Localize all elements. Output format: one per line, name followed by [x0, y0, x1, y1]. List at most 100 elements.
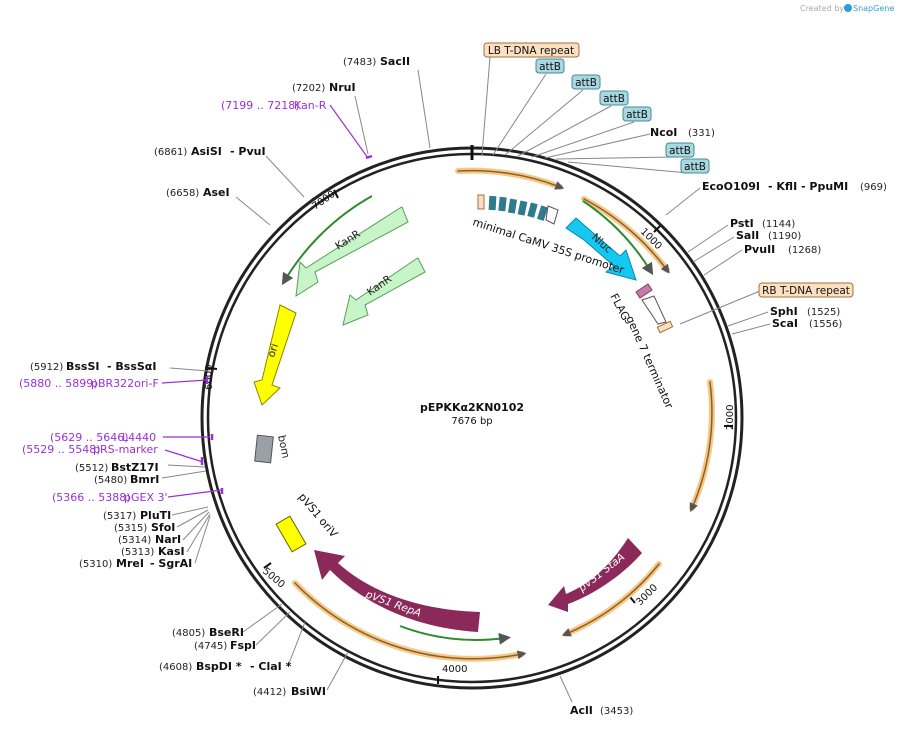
svg-text:(1144): (1144)	[762, 219, 795, 230]
enzyme-bstz17i: BstZ17I	[111, 461, 159, 474]
svg-text:(5315): (5315)	[114, 523, 147, 534]
tick-label-2000: 2000	[725, 405, 736, 430]
svg-text:(5314): (5314)	[118, 535, 151, 546]
attb-label-3: attB	[603, 93, 625, 105]
tick-label-5000: 5000	[260, 566, 287, 591]
enzyme-sacii: SacII	[380, 55, 410, 68]
primer-markers	[200, 154, 373, 494]
plasmid-name: pEPKKα2KN0102	[420, 401, 524, 414]
primer-labels: (7199 .. 7218)Kan-R (5880 .. 5899)pBR322…	[19, 99, 327, 504]
tick-marks	[207, 189, 733, 684]
primer-pbr322ori: pBR322ori-F	[91, 377, 159, 390]
repa-arrow[interactable]	[314, 550, 480, 632]
enzyme-asisi: AsiSI	[191, 145, 222, 158]
enzyme-ncoi: NcoI	[650, 126, 677, 139]
svg-text:- PvuI: - PvuI	[230, 145, 266, 158]
ori-arrow[interactable]	[253, 304, 297, 406]
svg-text:(5912): (5912)	[30, 362, 63, 373]
svg-text:- BssSαI: - BssSαI	[107, 360, 156, 373]
attb-label-4: attB	[626, 109, 648, 121]
primer-prs-marker: pRS-marker	[93, 443, 158, 456]
bom-box[interactable]	[254, 434, 274, 464]
svg-text:(969): (969)	[860, 182, 887, 193]
primer-arcs	[292, 167, 715, 662]
svg-text:(5629 .. 5646): (5629 .. 5646)	[50, 431, 129, 444]
brand-text: SnapGene	[853, 4, 894, 13]
svg-text:(1525): (1525)	[807, 307, 840, 318]
svg-text:(5529 .. 5548): (5529 .. 5548)	[22, 443, 101, 456]
kanr-arrow-1[interactable]	[295, 206, 409, 297]
svg-text:- KflI - PpuMI: - KflI - PpuMI	[768, 180, 848, 193]
enzyme-bsiwi: BsiWI	[291, 685, 326, 698]
enzyme-acli: AclI	[570, 704, 593, 717]
enzyme-mrei: MreI	[116, 557, 144, 570]
tick-label-6000: 6000	[204, 365, 215, 390]
attb-label-6: attB	[684, 161, 706, 173]
orv-box[interactable]	[275, 515, 307, 553]
svg-text:(6658): (6658)	[166, 188, 199, 199]
lb-tdna-label: LB T-DNA repeat	[488, 45, 574, 57]
enzyme-psti: PstI	[730, 217, 754, 230]
enzyme-kasi: KasI	[158, 545, 185, 558]
green-arcs	[281, 195, 654, 645]
enzyme-bmri: BmrI	[130, 473, 159, 486]
svg-text:- SgrAI: - SgrAI	[150, 557, 192, 570]
lb-tdna-box[interactable]	[483, 42, 580, 58]
flag-box[interactable]	[635, 283, 653, 299]
svg-text:(5880 .. 5899): (5880 .. 5899)	[19, 377, 98, 390]
svg-text:(5310): (5310)	[79, 559, 112, 570]
primer-l4440: L4440	[122, 431, 156, 444]
attb-label-2: attB	[575, 77, 597, 89]
attb-label-5: attB	[669, 145, 691, 157]
rb-tdna-label: RB T-DNA repeat	[762, 285, 850, 297]
enzyme-fspi: FspI	[230, 639, 256, 652]
enzyme-bspdi: BspDI *	[196, 660, 242, 673]
kanr-arrow-2[interactable]	[342, 257, 426, 326]
svg-text:(1190): (1190)	[768, 231, 801, 242]
promoter-segments[interactable]	[477, 194, 559, 225]
nluc-arrow[interactable]	[565, 217, 637, 281]
enzyme-scai: ScaI	[772, 317, 798, 330]
staa-arrow[interactable]	[548, 538, 642, 612]
orv-label: pVS1 oriV	[296, 491, 341, 541]
rb-tdna-box[interactable]	[758, 282, 854, 298]
enzyme-pvuii: PvuII	[744, 243, 775, 256]
leader-lines	[161, 56, 771, 703]
svg-text:(4745): (4745)	[194, 641, 227, 652]
bom-label: bom	[275, 434, 292, 459]
svg-text:(5366 .. 5388): (5366 .. 5388)	[52, 491, 131, 504]
svg-text:(4805): (4805)	[172, 628, 205, 639]
enzyme-eco0109i: EcoO109I	[702, 180, 760, 193]
svg-text:(331): (331)	[688, 128, 715, 139]
enzyme-asei: AseI	[203, 186, 230, 199]
rb-repeat-box[interactable]	[656, 320, 674, 334]
svg-text:(5313): (5313)	[121, 547, 154, 558]
tick-label-4000: 4000	[442, 664, 467, 675]
attb-label-1: attB	[539, 61, 561, 73]
svg-text:(6861): (6861)	[154, 147, 187, 158]
svg-text:(5317): (5317)	[103, 511, 136, 522]
enzyme-bsssi: BssSI	[66, 360, 100, 373]
svg-text:(4608): (4608)	[159, 662, 192, 673]
svg-text:(4412): (4412)	[253, 687, 286, 698]
svg-text:(7483): (7483)	[343, 57, 376, 68]
attb-boxes[interactable]: attB attB attB attB attB attB	[535, 58, 710, 174]
enzyme-sali: SalI	[736, 229, 759, 242]
svg-text:- ClaI *: - ClaI *	[250, 660, 292, 673]
snapgene-logo: SnapGene	[844, 4, 894, 13]
enzyme-sfoi: SfoI	[151, 521, 175, 534]
svg-text:(5480): (5480)	[94, 475, 127, 486]
enzyme-nari: NarI	[155, 533, 181, 546]
enzyme-pluti: PluTI	[140, 509, 171, 522]
watermark-text: Created by	[800, 4, 844, 13]
primer-kanr: Kan-R	[294, 99, 327, 112]
svg-text:(3453): (3453)	[600, 706, 633, 717]
enzyme-sphi: SphI	[770, 305, 798, 318]
svg-text:(1268): (1268)	[788, 245, 821, 256]
gene7-arrow[interactable]	[641, 295, 667, 325]
enzyme-bseri: BseRI	[209, 626, 244, 639]
plasmid-length: 7676 bp	[451, 416, 492, 427]
svg-text:(7199 .. 7218): (7199 .. 7218)	[221, 99, 300, 112]
